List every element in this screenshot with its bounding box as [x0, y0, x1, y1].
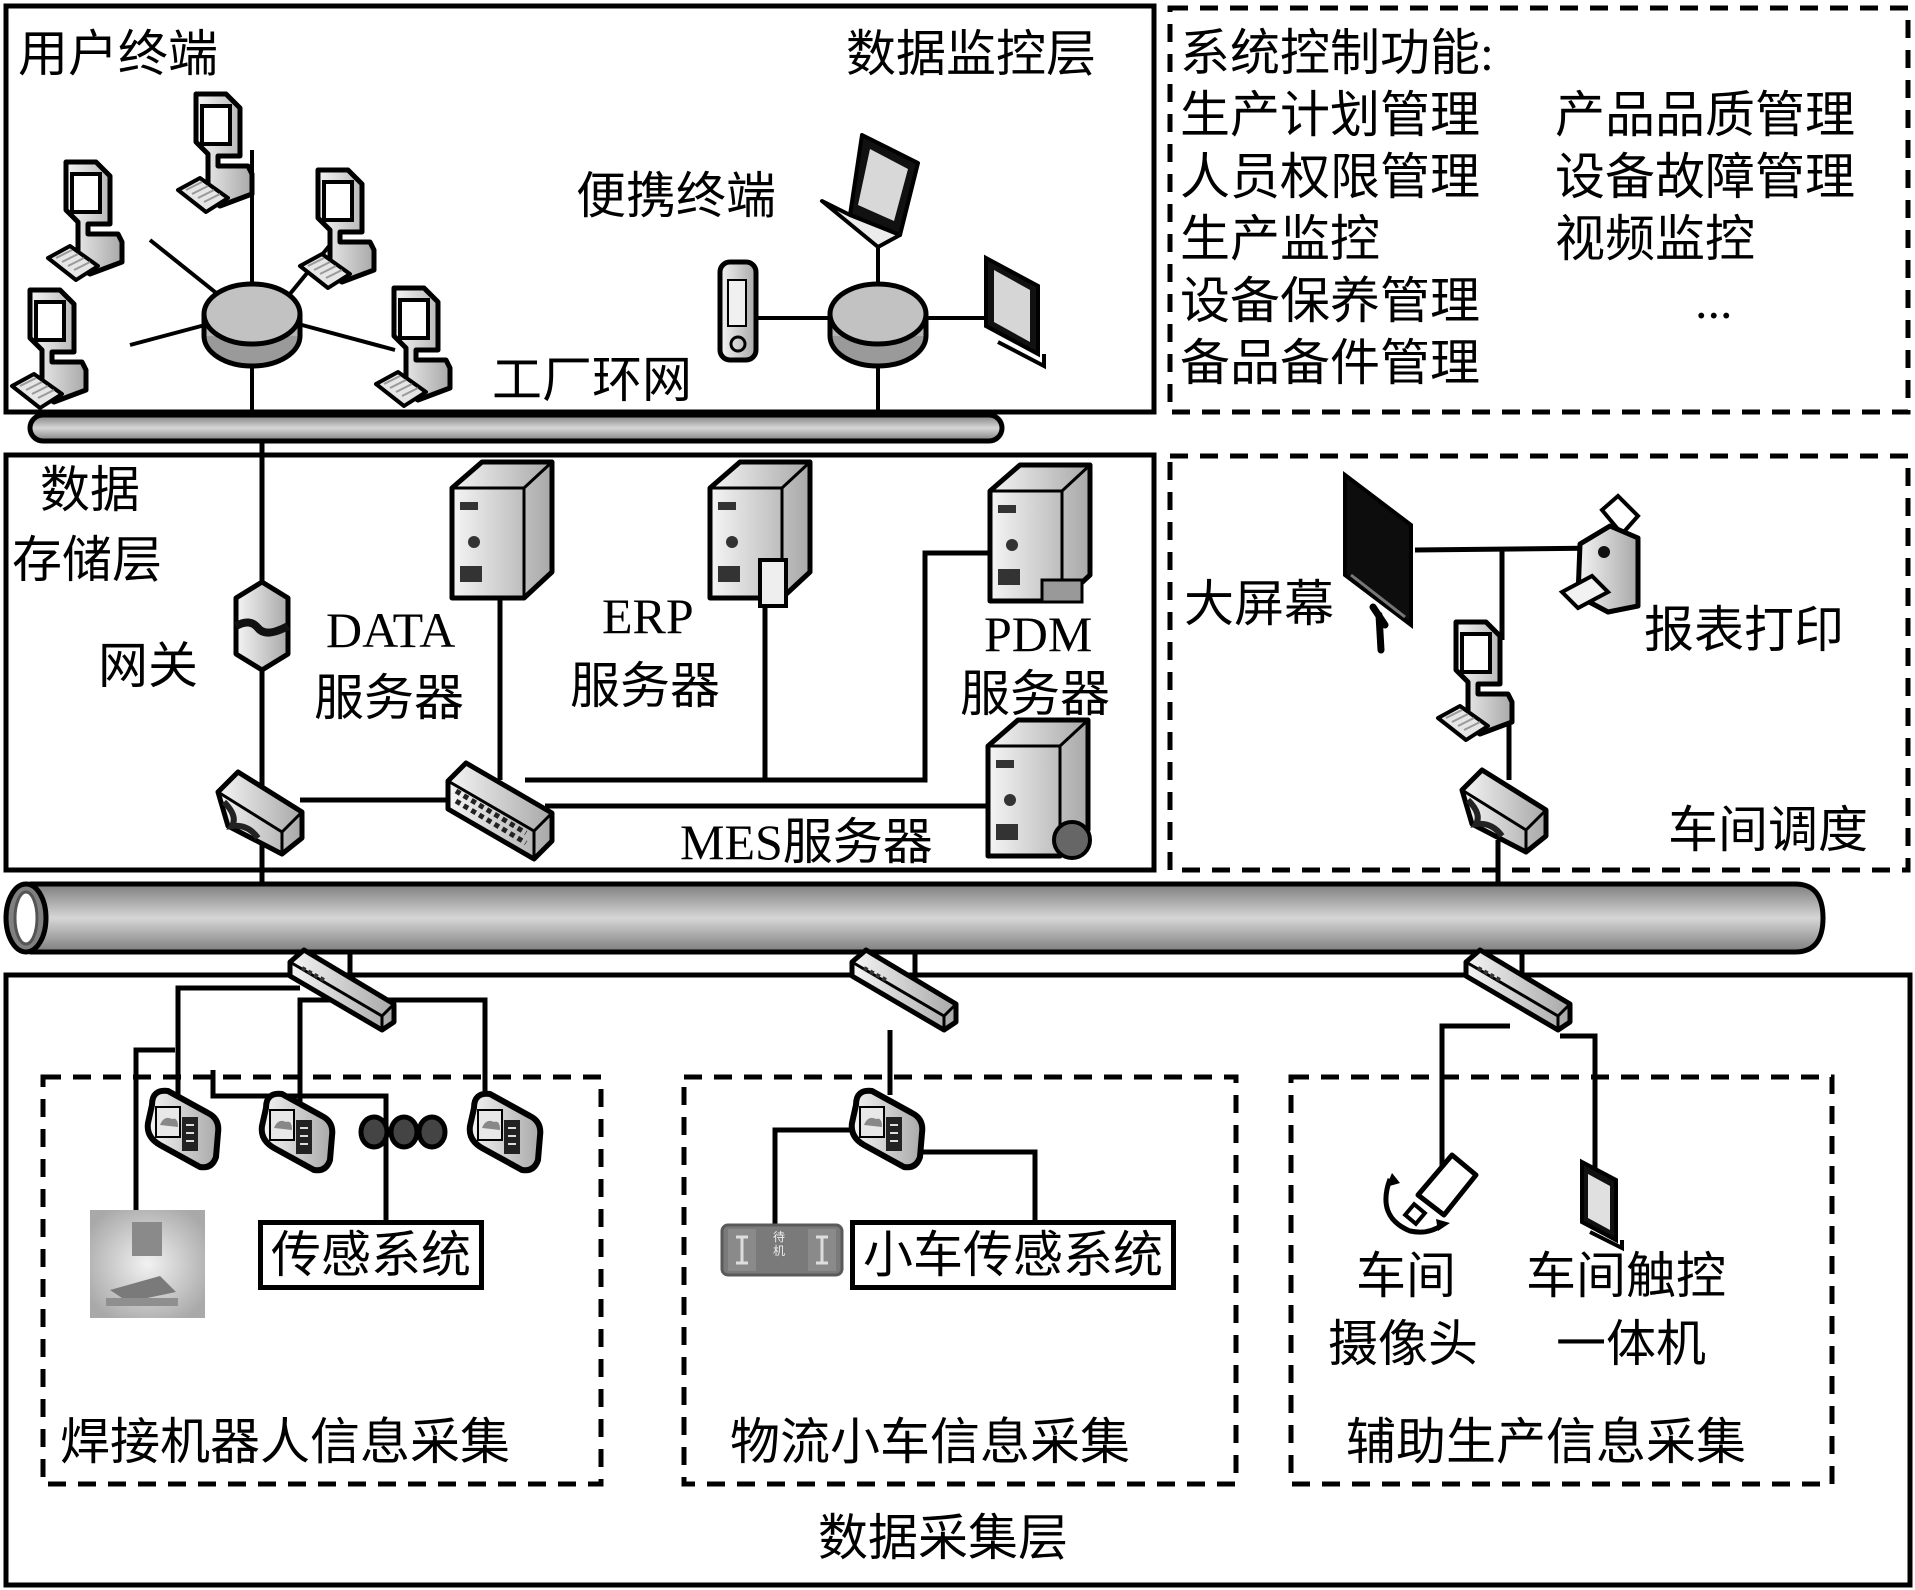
data-server-icon — [452, 462, 552, 598]
sensor-node-icon — [148, 1091, 219, 1168]
user-pc-icon — [300, 170, 374, 288]
pdm-server-label-line1: PDM — [984, 606, 1093, 662]
user-hub-icon — [204, 284, 300, 366]
data-server-label-line1: DATA — [326, 602, 456, 658]
touch-terminal-label-line1: 车间触控 — [1526, 1248, 1726, 1304]
printer-icon — [1558, 493, 1641, 615]
ring-network-label: 工厂环网 — [492, 352, 692, 408]
logistics-switch-icon — [852, 950, 956, 1030]
camera-icon — [1383, 1152, 1479, 1235]
function-row: 备品备件管理 — [1180, 332, 1915, 394]
welding-switch-icon — [290, 950, 394, 1030]
report-print-label: 报表打印 — [1644, 602, 1844, 658]
system-functions-list: 系统控制功能: 生产计划管理 产品品质管理 人员权限管理 设备故障管理 生产监控… — [1180, 22, 1915, 394]
factory-ring-pipe — [27, 412, 1005, 444]
function-row: 生产计划管理 产品品质管理 — [1180, 84, 1915, 146]
monitoring-layer-label: 数据监控层 — [846, 26, 1096, 82]
logistics-cart-icon — [720, 1223, 844, 1277]
touch-terminal-icon — [1580, 1158, 1624, 1252]
big-screen-icon — [1343, 470, 1413, 654]
sensor-node-icon — [470, 1094, 541, 1171]
camera-label-line2: 摄像头 — [1328, 1316, 1478, 1372]
erp-server-label-line1: ERP — [602, 588, 694, 644]
collection-layer-box — [3, 972, 1913, 1588]
erp-server-label-line2: 服务器 — [570, 658, 720, 714]
router-icon — [218, 772, 302, 854]
function-row: 人员权限管理 设备故障管理 — [1180, 146, 1915, 208]
user-terminals-label: 用户终端 — [18, 26, 218, 82]
pda-icon — [717, 259, 759, 363]
function-row: 设备保养管理 ... — [1180, 270, 1915, 332]
touch-terminal-label-line2: 一体机 — [1556, 1316, 1706, 1372]
gateway-label: 网关 — [98, 638, 198, 694]
user-pc-icon — [48, 162, 122, 280]
sensor-node-icon — [262, 1094, 333, 1171]
function-row: 生产监控 视频监控 — [1180, 208, 1915, 270]
pdm-server-label-line2: 服务器 — [960, 666, 1110, 722]
cart-status-label: 待机 — [773, 1230, 786, 1258]
cart-sensor-system-label: 小车传感系统 — [850, 1220, 1176, 1290]
function-item — [1555, 332, 1915, 394]
user-pc-icon — [12, 290, 86, 408]
monitor-icon — [984, 254, 1046, 370]
data-server-label-line2: 服务器 — [314, 670, 464, 726]
function-item: 产品品质管理 — [1555, 87, 1855, 143]
auxiliary-collection-label: 辅助生产信息采集 — [1346, 1414, 1746, 1470]
portable-hub-icon — [830, 284, 926, 366]
core-switch-icon — [445, 760, 555, 862]
logistics-collection-box — [681, 1074, 1239, 1487]
scheduling-links — [1414, 545, 1606, 885]
system-functions-box — [1167, 5, 1911, 415]
storage-layer-label-line1: 数据 — [40, 462, 140, 518]
mes-server-label: MES服务器 — [680, 814, 933, 870]
function-item: 生产监控 — [1180, 211, 1380, 267]
pdm-server-badge-icon — [1040, 578, 1084, 604]
function-item: 设备保养管理 — [1180, 273, 1480, 329]
storage-layer-box — [3, 452, 1157, 873]
welding-sensor-system-label: 传感系统 — [258, 1220, 484, 1290]
collection-links — [133, 952, 1598, 1235]
welding-collection-box — [40, 1074, 604, 1487]
welding-robot-image — [90, 1210, 205, 1318]
portable-terminals-label: 便携终端 — [576, 168, 776, 224]
monitoring-layer-box — [3, 3, 1157, 415]
auxiliary-collection-box — [1288, 1074, 1835, 1487]
gateway-icon — [233, 579, 291, 673]
function-item: 设备故障管理 — [1555, 149, 1855, 205]
more-ellipsis-icon — [358, 1114, 448, 1150]
sensor-node-icon — [852, 1091, 923, 1168]
auxiliary-switch-icon — [1466, 950, 1570, 1030]
function-item: 备品备件管理 — [1180, 335, 1480, 391]
collection-layer-label: 数据采集层 — [818, 1510, 1068, 1566]
welding-collection-label: 焊接机器人信息采集 — [60, 1414, 510, 1470]
laptop-icon — [820, 133, 920, 249]
dispatch-pc-icon — [1438, 622, 1512, 740]
function-item: 视频监控 — [1555, 211, 1755, 267]
scheduling-box — [1167, 453, 1911, 873]
dispatch-router-icon — [1462, 770, 1546, 852]
logistics-collection-label: 物流小车信息采集 — [730, 1414, 1130, 1470]
system-functions-heading: 系统控制功能: — [1180, 25, 1494, 81]
function-item: 人员权限管理 — [1180, 149, 1480, 205]
erp-server-disk-icon — [758, 558, 788, 608]
scheduling-label: 车间调度 — [1668, 802, 1868, 858]
big-screen-label: 大屏幕 — [1184, 576, 1334, 632]
function-item-ellipsis: ... — [1695, 273, 1733, 329]
function-item: 生产计划管理 — [1180, 87, 1480, 143]
storage-layer-label-line2: 存储层 — [12, 532, 162, 588]
user-pc-icon — [178, 94, 252, 212]
mes-server-globe-icon — [1052, 820, 1092, 860]
camera-label-line1: 车间 — [1356, 1248, 1456, 1304]
main-network-bus — [3, 881, 1826, 955]
